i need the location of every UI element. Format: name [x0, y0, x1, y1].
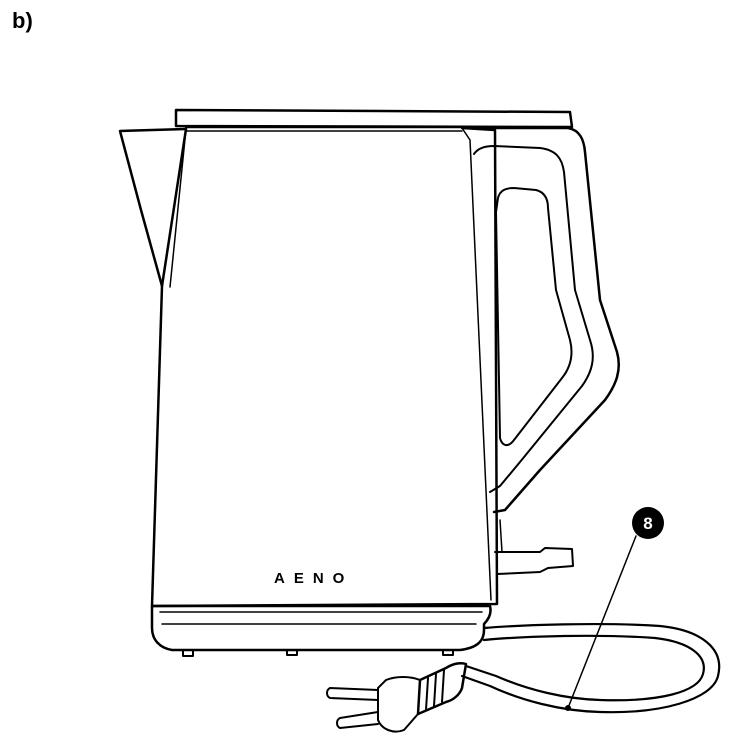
callout-8: 8	[565, 507, 664, 711]
power-plug	[326, 661, 468, 733]
power-cord	[460, 622, 721, 714]
callout-number: 8	[643, 514, 652, 533]
kettle-spout	[118, 127, 188, 288]
kettle-handle	[466, 126, 621, 514]
kettle-base	[150, 604, 492, 657]
power-switch	[494, 519, 574, 575]
brand-logo: AENO	[274, 570, 353, 587]
kettle-lid	[174, 108, 574, 129]
kettle-body	[150, 125, 499, 608]
figure-label: b)	[12, 8, 33, 33]
